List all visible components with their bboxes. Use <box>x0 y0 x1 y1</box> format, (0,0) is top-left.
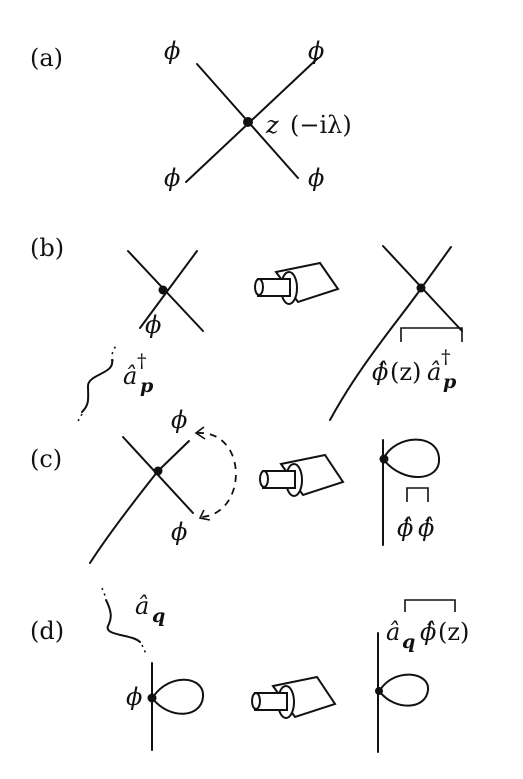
panel-d-left-tadpole-loop <box>152 678 205 715</box>
panel-c-dashed-arc <box>196 432 237 518</box>
panel-d-dotted-top <box>101 587 107 599</box>
panel-b-right-propagator <box>329 289 421 421</box>
panel-c-arrowhead-top <box>194 426 206 440</box>
panel-b-dagger: † <box>137 350 147 372</box>
panel-c-tadpole-loop <box>383 438 441 478</box>
panel-d-left-tadpole-dot <box>147 693 157 703</box>
panel-c-line-2 <box>157 440 190 472</box>
panel-c-vertex-dot <box>153 466 163 476</box>
panel-c-field-top: ϕ <box>171 406 187 434</box>
panel-b-label: (b) <box>30 234 64 262</box>
panel-d-field: ϕ <box>126 683 142 711</box>
panel-c-contraction-phi-2: ϕ̂ <box>418 514 434 542</box>
panel-a-field-top-left: ϕ <box>164 37 180 65</box>
panel-d-arrow-tail <box>251 692 261 710</box>
panel-c-propagator <box>89 470 159 564</box>
panel-c-tadpole-dot <box>379 454 389 464</box>
panel-a-vertex-label: z <box>265 111 279 139</box>
panel-d-right-tadpole-dot <box>375 687 383 695</box>
panel-a-field-top-right: ϕ <box>308 37 324 65</box>
panel-d-contraction-phi: ϕ̂ <box>420 618 436 646</box>
panel-a: (a) ϕ ϕ ϕ ϕ z (−iλ) <box>30 37 352 192</box>
panel-b-dotted-tail <box>76 413 83 424</box>
panel-b-arrow-tail <box>254 278 264 296</box>
panel-d-label: (d) <box>30 617 64 645</box>
panel-a-label: (a) <box>30 44 63 72</box>
panel-b-contraction-bracket <box>400 327 463 342</box>
panel-b-contraction-sub: p <box>443 371 457 393</box>
panel-b-right-vertex-dot <box>416 283 426 293</box>
arrow-cone-icon <box>259 453 345 497</box>
panel-b-contraction-op: â <box>427 358 441 386</box>
panel-b-contraction-phi: ϕ̂ <box>372 358 388 386</box>
panel-c-contraction-phi-1: ϕ̂ <box>397 514 413 542</box>
panel-c-arrowhead-bottom <box>198 509 211 521</box>
panel-b-contraction-arg: (z) <box>390 358 421 386</box>
panel-b-dotted-segment <box>111 344 117 362</box>
panel-b-left-vertex-dot <box>158 285 168 295</box>
panel-d-dotted-bottom <box>141 644 148 657</box>
panel-b-operator-sub: p <box>140 375 154 397</box>
panel-b-right-line-2 <box>419 246 452 291</box>
panel-b-contraction-dagger: † <box>441 346 451 368</box>
panel-d-right-tadpole-loop <box>379 673 429 707</box>
panel-c-arrow-tail <box>259 470 269 488</box>
arrow-cone-icon <box>251 675 337 719</box>
panel-b-left-line-2 <box>139 250 198 329</box>
panel-d-operator-sub: q <box>152 605 165 627</box>
panel-a-field-bottom-left: ϕ <box>164 164 180 192</box>
panel-c-label: (c) <box>30 445 62 473</box>
panel-b: (b) ϕ â p † ϕ̂ (z) â p † <box>30 234 463 424</box>
panel-d-contraction-sub: q <box>402 631 415 653</box>
panel-d-operator: â <box>135 592 149 620</box>
panel-b-operator: â <box>123 362 137 390</box>
panel-d: (d) â q ϕ â q ϕ̂ (z) <box>30 587 469 753</box>
panel-a-coupling: (−iλ) <box>290 111 352 139</box>
panel-d-contraction-arg: (z) <box>438 618 469 646</box>
panel-b-wavy-line <box>81 359 114 413</box>
panel-c-field-bottom: ϕ <box>171 518 187 546</box>
panel-c: (c) ϕ ϕ ϕ̂ ϕ̂ <box>30 406 441 564</box>
panel-a-vertex-dot <box>243 117 253 127</box>
panel-d-contraction-bracket <box>404 599 456 612</box>
arrow-cone-icon <box>254 261 340 305</box>
panel-c-contraction-bracket <box>406 487 429 502</box>
panel-b-field: ϕ <box>145 311 161 339</box>
panel-d-contraction-op: â <box>386 618 400 646</box>
panel-a-field-bottom-right: ϕ <box>308 164 324 192</box>
panel-d-wavy-line <box>105 599 141 643</box>
